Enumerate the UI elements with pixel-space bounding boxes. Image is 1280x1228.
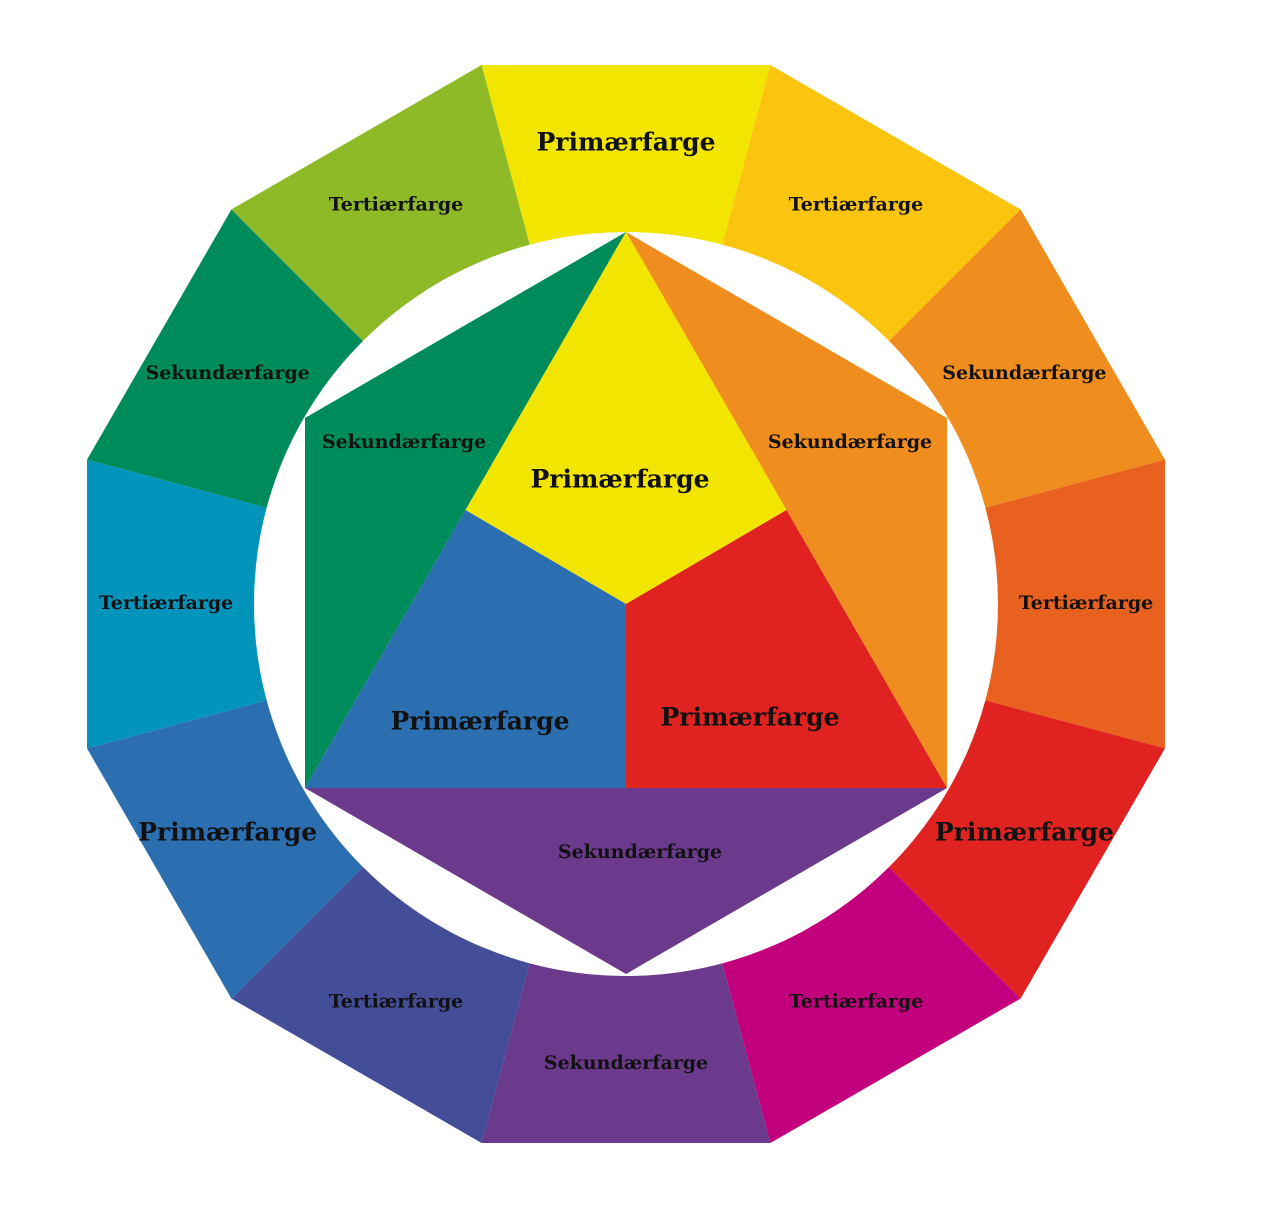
ring-label-green: Sekundærfarge xyxy=(145,362,309,384)
secondary-label-violet: Sekundærfarge xyxy=(558,841,722,863)
ring-label-red: Primærfarge xyxy=(935,818,1114,847)
ring-segment-red-orange xyxy=(985,459,1165,749)
primary-label-yellow: Primærfarge xyxy=(531,465,710,494)
ring-segment-blue xyxy=(87,700,363,999)
primary-segment-red xyxy=(626,510,947,788)
ring-label-yellow-green: Tertiærfarge xyxy=(329,194,463,216)
ring-label-blue-violet: Tertiærfarge xyxy=(329,990,463,1012)
outer-ring: PrimærfargeTertiærfargeSekundærfargeTert… xyxy=(87,65,1165,1143)
primary-label-blue: Primærfarge xyxy=(391,707,570,736)
ring-segment-green xyxy=(87,209,363,508)
secondary-label-green: Sekundærfarge xyxy=(322,431,486,453)
ring-segment-yellow xyxy=(481,65,771,245)
ring-segment-red-violet xyxy=(722,867,1021,1143)
ring-segment-blue-violet xyxy=(231,867,530,1143)
ring-label-orange: Sekundærfarge xyxy=(942,362,1106,384)
ring-label-blue: Primærfarge xyxy=(138,818,317,847)
secondary-triangle-violet xyxy=(305,788,947,974)
ring-label-yellow: Primærfarge xyxy=(537,128,716,157)
ring-segment-blue-green xyxy=(87,459,267,749)
ring-segment-orange xyxy=(889,209,1165,508)
primary-label-red: Primærfarge xyxy=(661,703,840,732)
ring-label-red-orange: Tertiærfarge xyxy=(1019,592,1153,614)
ring-label-red-violet: Tertiærfarge xyxy=(789,990,923,1012)
ring-segment-red xyxy=(889,700,1165,999)
ring-label-yellow-orange: Tertiærfarge xyxy=(789,194,923,216)
ring-segment-violet xyxy=(481,963,771,1143)
primary-segment-yellow xyxy=(465,232,787,604)
inner-hexagon: Primærfarge Primærfarge Primærfarge Seku… xyxy=(305,232,947,974)
ring-segment-yellow-green xyxy=(231,65,530,341)
ring-label-violet: Sekundærfarge xyxy=(544,1052,708,1074)
primary-segment-blue xyxy=(305,510,626,788)
ring-segment-yellow-orange xyxy=(722,65,1021,341)
ring-label-blue-green: Tertiærfarge xyxy=(99,592,233,614)
secondary-label-orange: Sekundærfarge xyxy=(768,431,932,453)
